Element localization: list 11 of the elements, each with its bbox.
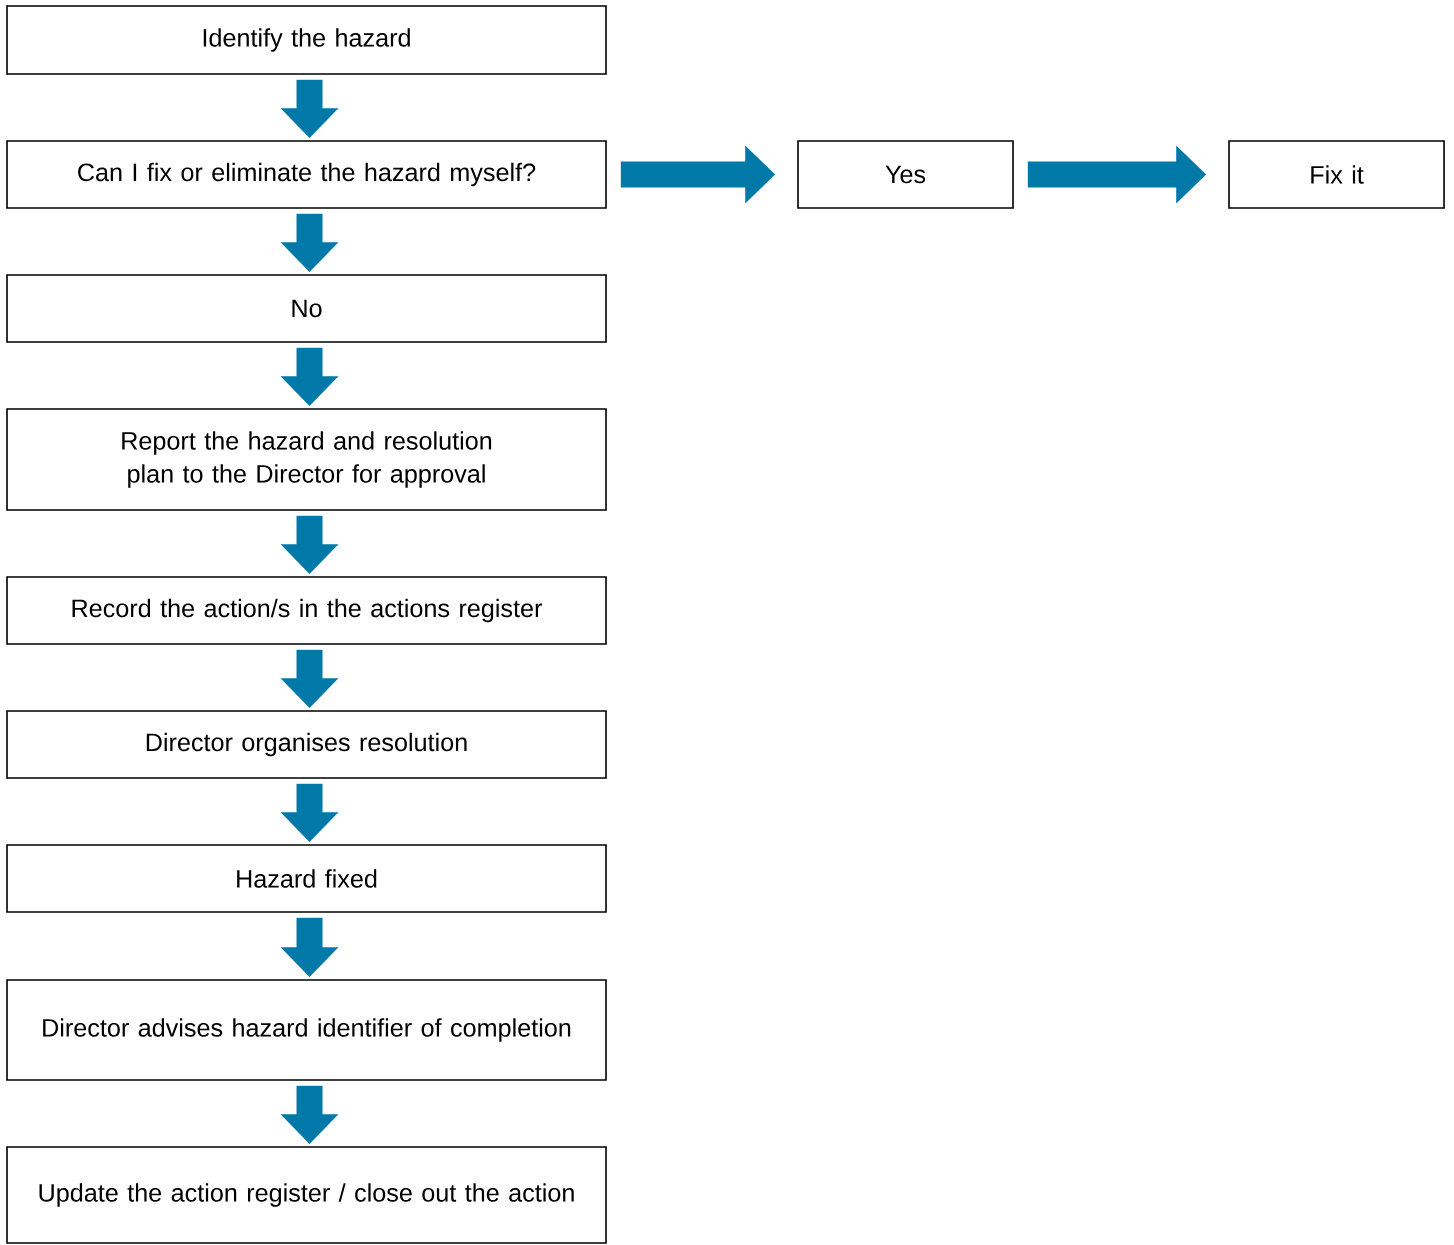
process-box: Yes — [797, 140, 1014, 209]
process-box: Hazard fixed — [6, 844, 607, 913]
process-box: Record the action/s in the actions register — [6, 576, 607, 645]
process-box: Fix it — [1228, 140, 1445, 209]
process-box: No — [6, 274, 607, 343]
process-box: Identify the hazard — [6, 5, 607, 75]
process-box: Report the hazard and resolution plan to the Director for approval — [6, 408, 607, 511]
process-box: Director organises resolution — [6, 710, 607, 779]
process-box: Update the action register / close out the action — [6, 1146, 607, 1244]
process-box: Can I fix or eliminate the hazard myself? — [6, 140, 607, 209]
process-box: Director advises hazard identifier of completion — [6, 979, 607, 1081]
